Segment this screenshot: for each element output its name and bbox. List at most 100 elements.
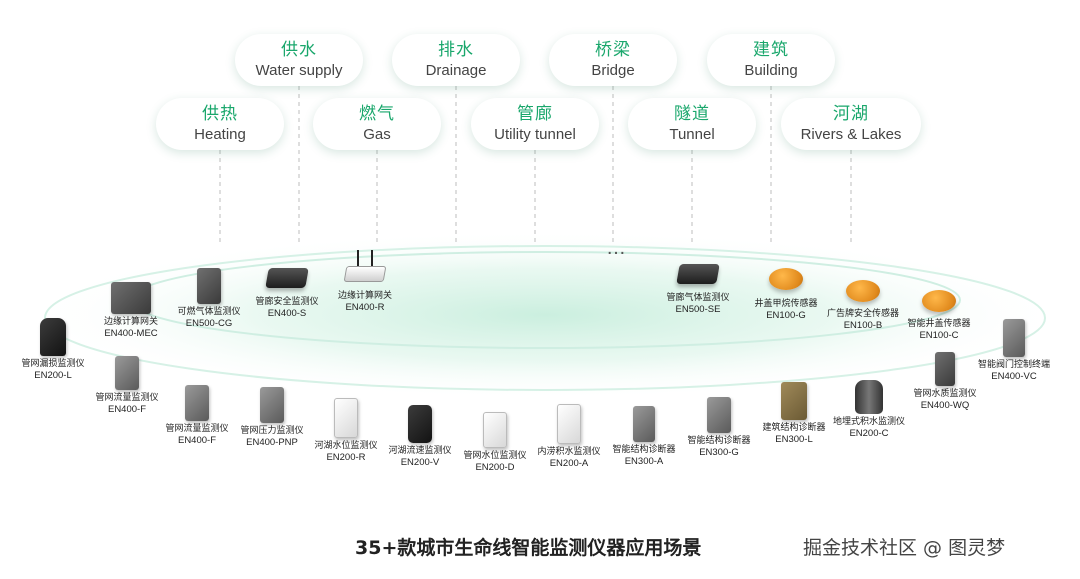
more-devices-ellipsis: … [606, 237, 627, 259]
scenario-en-label: Drainage [425, 62, 487, 79]
scenario-zh-label: 供热 [202, 104, 238, 124]
device-model: EN200-V [400, 457, 440, 468]
device-name: 管廊气体监测仪 [666, 293, 730, 303]
diagram-caption: 35+款城市生命线智能监测仪器应用场景 [355, 537, 702, 559]
device-billboard-safety-sensor: 广告牌安全传感器 EN100-B [803, 266, 923, 332]
device-model: EN400-F [177, 435, 216, 446]
scenario-en-label: Building [744, 62, 798, 79]
device-name: 管网水质监测仪 [913, 389, 977, 399]
grey-box-icon [1003, 319, 1025, 357]
device-model: EN200-A [549, 458, 589, 469]
scenario-zh-label: 建筑 [753, 40, 789, 60]
device-waterlogging-monitor: 内涝积水监测仪 EN200-A [509, 404, 629, 470]
device-name: 管网水位监测仪 [463, 451, 527, 461]
scenario-utility-tunnel: 管廊 Utility tunnel [471, 98, 599, 150]
grey-box-icon [185, 385, 209, 421]
white-box-icon [334, 398, 358, 438]
device-pressure-monitor: 管网压力监测仪 EN400-PNP [212, 383, 332, 449]
device-name: 河湖水位监测仪 [314, 441, 378, 451]
device-model: EN300-L [775, 434, 813, 445]
router-icon [305, 248, 425, 290]
flat-device-icon [265, 268, 309, 288]
tall-dark-box-icon [40, 318, 66, 356]
device-model: EN400-MEC [104, 328, 158, 339]
device-building-structure-diagnoser: 建筑结构诊断器 EN300-L [734, 380, 854, 446]
gateway-box-icon [111, 282, 151, 314]
device-name: 河湖流速监测仪 [388, 446, 452, 456]
scenario-zh-label: 隧道 [674, 104, 710, 124]
device-name: 地埋式积水监测仪 [832, 417, 905, 427]
grey-box-icon [633, 406, 655, 442]
scenario-en-label: Water supply [255, 62, 343, 79]
device-model: EN400-VC [991, 371, 1037, 382]
device-water-quality-monitor: 管网水质监测仪 EN400-WQ [885, 346, 1005, 412]
device-model: EN200-C [849, 428, 889, 439]
scenario-en-label: Bridge [591, 62, 635, 79]
scenario-en-label: Gas [363, 126, 391, 143]
dark-box-icon [408, 405, 432, 443]
scenario-bridge: 桥梁 Bridge [549, 34, 677, 86]
connector-lines [219, 86, 852, 245]
device-smart-manhole-sensor: 智能井盖传感器 EN100-C [879, 276, 999, 342]
scenario-water-supply: 供水 Water supply [235, 34, 363, 86]
grey-box-icon [707, 397, 731, 433]
gas-detector-icon [197, 268, 221, 304]
device-leak-monitor: 管网漏损监测仪 EN200-L [0, 316, 113, 382]
device-name: 边缘计算网关 [337, 291, 392, 301]
device-valve-control-terminal: 智能阀门控制终端 EN400-VC [954, 317, 1074, 383]
scenario-gas: 燃气 Gas [313, 98, 441, 150]
scenario-heating: 供热 Heating [156, 98, 284, 150]
scenario-zh-label: 河湖 [833, 104, 869, 124]
scenario-en-label: Utility tunnel [494, 126, 576, 143]
white-box-icon [483, 412, 507, 448]
device-name: 管网流量监测仪 [95, 393, 159, 403]
device-edge-gateway-router: 边缘计算网关 EN400-R [305, 248, 425, 314]
watermark: 掘金技术社区 @ 图灵梦 [803, 537, 1006, 559]
device-pipe-water-level-monitor: 管网水位监测仪 EN200-D [435, 408, 555, 474]
device-name: 广告牌安全传感器 [826, 309, 899, 319]
device-model: EN300-G [699, 447, 739, 458]
scenario-en-label: Heating [194, 126, 246, 143]
device-tunnel-safety-monitor: 管廊安全监测仪 EN400-S [227, 254, 347, 320]
device-tunnel-gas-monitor: 管廊气体监测仪 EN500-SE [638, 250, 758, 316]
device-model: EN200-D [475, 462, 515, 473]
device-model: EN400-S [267, 308, 307, 319]
tan-box-icon [781, 382, 807, 420]
white-box-icon [557, 404, 581, 444]
grey-box-icon [935, 352, 955, 386]
orange-disc-icon [922, 290, 956, 312]
flat-device-icon [676, 264, 720, 284]
scenario-tunnel: 隧道 Tunnel [628, 98, 756, 150]
device-model: EN100-G [766, 310, 806, 321]
device-structure-diagnoser-g: 智能结构诊断器 EN300-G [659, 393, 779, 459]
device-name: 智能结构诊断器 [687, 436, 751, 446]
device-name: 边缘计算网关 [103, 317, 158, 327]
device-model: EN100-C [919, 330, 959, 341]
scenario-en-label: Tunnel [669, 126, 715, 143]
device-river-velocity-monitor: 河湖流速监测仪 EN200-V [360, 403, 480, 469]
device-name: 管网压力监测仪 [240, 426, 304, 436]
scenario-building: 建筑 Building [707, 34, 835, 86]
device-name: 智能结构诊断器 [612, 445, 676, 455]
device-model: EN200-R [326, 452, 366, 463]
device-name: 可燃气体监测仪 [177, 307, 241, 317]
grey-box-icon [115, 356, 139, 390]
scenario-rivers-lakes: 河湖 Rivers & Lakes [781, 98, 921, 150]
device-model: EN100-B [843, 320, 883, 331]
device-name: 管网漏损监测仪 [21, 359, 85, 369]
device-flow-monitor: 管网流量监测仪 EN400-F [137, 381, 257, 447]
device-model: EN400-R [345, 302, 385, 313]
scenario-en-label: Rivers & Lakes [800, 126, 902, 143]
device-name: 智能井盖传感器 [907, 319, 971, 329]
device-river-level-monitor: 河湖水位监测仪 EN200-R [286, 398, 406, 464]
device-flow-monitor-left: 管网流量监测仪 EN400-F [67, 350, 187, 416]
device-model: EN500-SE [675, 304, 721, 315]
orange-disc-icon [769, 268, 803, 290]
device-name: 建筑结构诊断器 [762, 423, 826, 433]
device-model: EN400-PNP [246, 437, 298, 448]
device-name: 内涝积水监测仪 [537, 447, 601, 457]
scenario-zh-label: 管廊 [517, 104, 553, 124]
device-model: EN200-L [34, 370, 72, 381]
orange-disc-icon [846, 280, 880, 302]
